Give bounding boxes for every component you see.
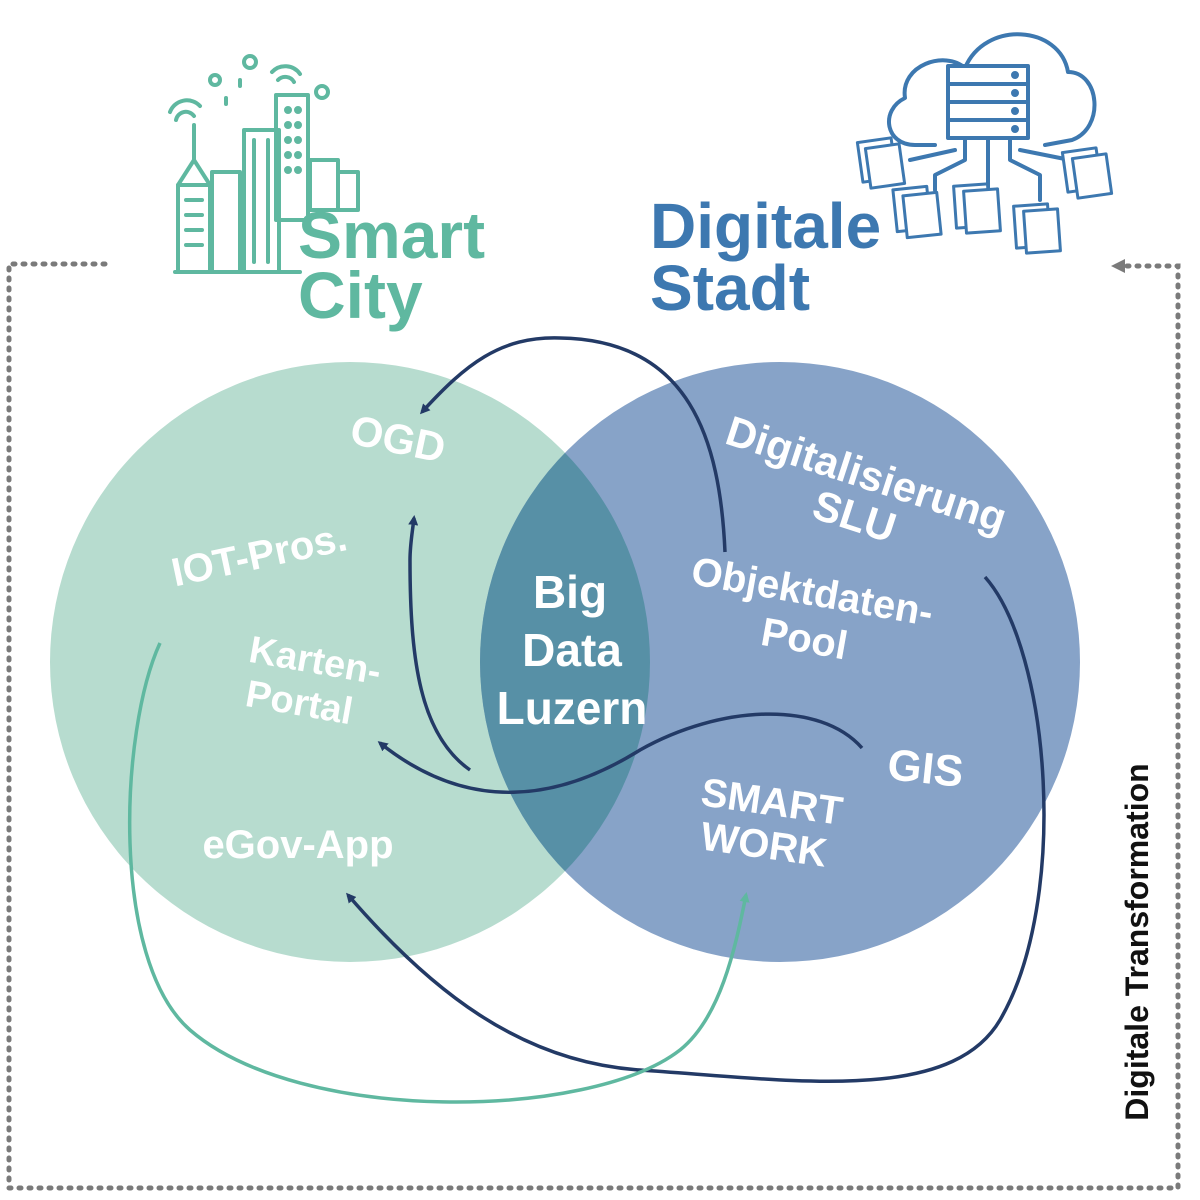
smart-city-title-line2: City — [298, 258, 423, 332]
arrow-digitalisierung-to-egov — [346, 575, 1046, 1084]
arrow-objektdaten-to-ogd — [419, 336, 727, 553]
big-data-luzern-label: Big Data Luzern — [497, 566, 648, 734]
smart-city-title-line1: Smart — [298, 198, 485, 272]
arrow-bigdata-to-ogd — [408, 515, 472, 772]
digitale-stadt-title-line2: Stadt — [650, 252, 810, 324]
center-line3: Luzern — [497, 682, 648, 734]
gis-label: GIS — [885, 740, 966, 797]
egov-app-label: eGov-App — [202, 823, 393, 867]
transformation-frame — [6, 259, 1181, 1191]
arrow-gis-to-kartenportal — [377, 712, 864, 794]
center-line2: Data — [522, 624, 622, 676]
center-line1: Big — [533, 566, 607, 618]
arrow-iot-to-smartwork — [127, 642, 750, 1104]
digitale-stadt-title-line1: Digitale — [650, 190, 881, 262]
digitale-stadt-circle — [480, 362, 1080, 962]
cloud-server-documents-icon — [855, 32, 1114, 255]
city-skyline-icon — [168, 54, 360, 274]
smart-city-circle — [50, 362, 650, 962]
digitale-transformation-label: Digitale Transformation — [1119, 763, 1155, 1120]
